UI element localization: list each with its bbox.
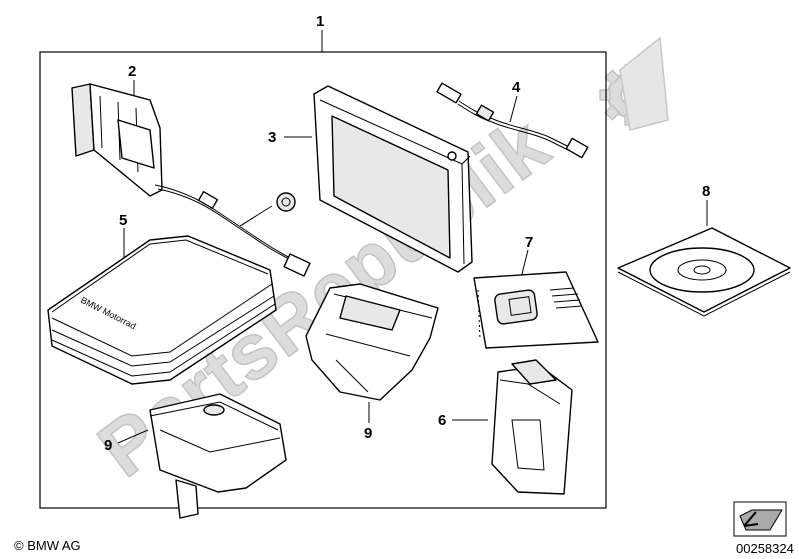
drawing-number: 00258324 <box>736 541 794 556</box>
callout-6: 6 <box>438 412 446 429</box>
callout-1: 1 <box>316 13 324 30</box>
watermark-flag <box>619 36 669 131</box>
part-9-cradle <box>305 283 439 401</box>
part-7-manual <box>473 271 599 349</box>
part-2-cradle-with-cable <box>71 83 311 277</box>
callout-8: 8 <box>702 183 710 200</box>
part-5-case: BMW Motorrad <box>47 235 277 385</box>
callout-9-upper: 9 <box>364 425 372 442</box>
part-8-cd <box>617 227 791 317</box>
callout-9-lower: 9 <box>104 437 112 454</box>
callouts: 1 2 3 4 5 6 7 8 9 9 <box>104 13 710 454</box>
callout-7: 7 <box>525 234 533 251</box>
part-6-cover <box>491 359 573 495</box>
callout-4: 4 <box>512 79 521 96</box>
part-4-usb-cable <box>436 82 589 159</box>
callout-3: 3 <box>268 129 276 146</box>
part-3-navigator <box>313 85 473 273</box>
arrow-icon <box>733 501 787 537</box>
copyright: © BMW AG <box>14 538 81 553</box>
part-9-mount <box>149 393 287 519</box>
callout-2: 2 <box>128 63 136 80</box>
callout-5: 5 <box>119 212 127 229</box>
kit-frame <box>39 51 607 509</box>
